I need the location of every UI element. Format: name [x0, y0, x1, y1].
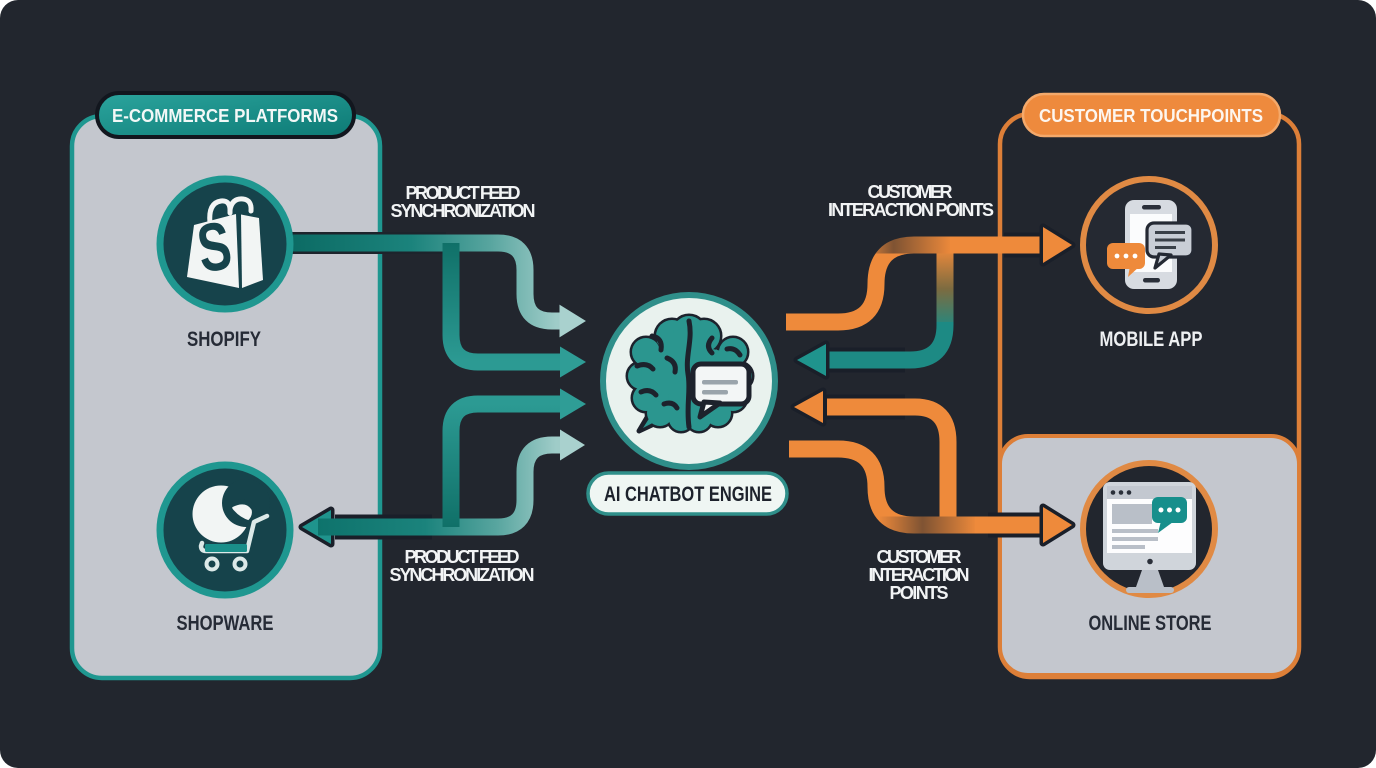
- svg-text:CUSTOMER TOUCHPOINTS: CUSTOMER TOUCHPOINTS: [1039, 105, 1263, 126]
- svg-text:CUSTOMER: CUSTOMER: [877, 547, 962, 567]
- svg-text:SYNCHRONIZATION: SYNCHRONIZATION: [390, 565, 535, 585]
- svg-text:INTERACTION POINTS: INTERACTION POINTS: [828, 200, 994, 220]
- svg-text:POINTS: POINTS: [890, 583, 949, 603]
- svg-text:AI CHATBOT ENGINE: AI CHATBOT ENGINE: [604, 483, 772, 506]
- svg-text:CUSTOMER: CUSTOMER: [868, 182, 953, 202]
- svg-text:PRODUCT FEED: PRODUCT FEED: [406, 183, 521, 203]
- svg-text:SHOPIFY: SHOPIFY: [187, 327, 261, 351]
- svg-text:E-COMMERCE PLATFORMS: E-COMMERCE PLATFORMS: [112, 105, 338, 126]
- svg-text:ONLINE STORE: ONLINE STORE: [1089, 611, 1212, 635]
- svg-text:PRODUCT FEED: PRODUCT FEED: [405, 547, 520, 567]
- svg-text:SYNCHRONIZATION: SYNCHRONIZATION: [391, 201, 536, 221]
- svg-text:INTERACTION: INTERACTION: [869, 565, 970, 585]
- svg-text:MOBILE APP: MOBILE APP: [1100, 327, 1203, 351]
- svg-text:SHOPWARE: SHOPWARE: [177, 611, 274, 635]
